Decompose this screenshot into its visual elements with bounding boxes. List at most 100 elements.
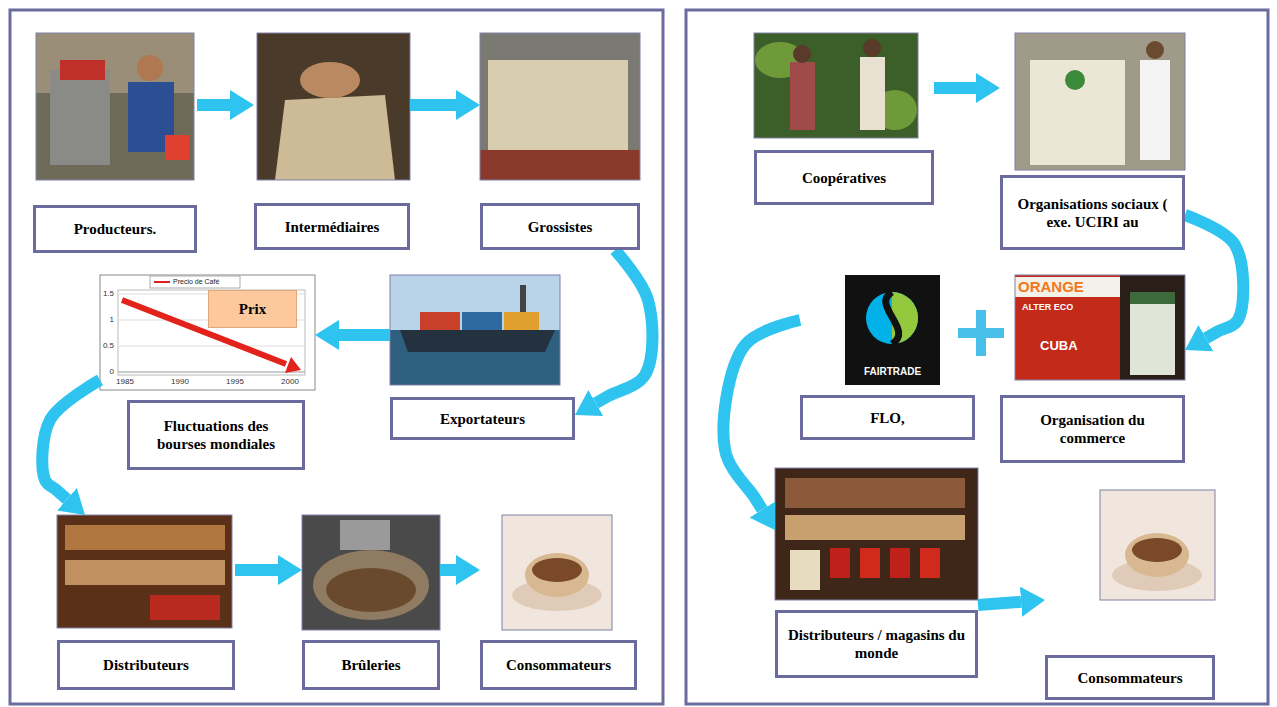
package-text: ORANGE: [1018, 278, 1118, 295]
legend-text: Precio de Café: [173, 277, 219, 287]
photo: [754, 33, 918, 138]
chart-frame: [100, 275, 315, 390]
coffee-can: [1015, 275, 1120, 380]
ship-hull: [400, 330, 555, 352]
photo-border: [754, 33, 918, 138]
coffee: [1132, 538, 1182, 562]
container: [462, 312, 502, 330]
jar: [890, 548, 910, 578]
step-label: Coopératives: [802, 169, 886, 187]
label-box: Exportateurs: [390, 397, 575, 440]
shelf: [785, 515, 965, 540]
jar: [920, 548, 940, 578]
photo-border: [390, 275, 560, 385]
can-band: [1015, 277, 1120, 297]
label-box: Distributeurs: [57, 640, 235, 690]
flow-arrow: [42, 380, 100, 499]
grinder-top: [60, 60, 105, 80]
axis-tick: 0: [96, 367, 114, 377]
step-label: Grossistes: [528, 218, 593, 236]
bucket: [165, 135, 190, 160]
label-box: Grossistes: [480, 203, 640, 250]
photo-border: [775, 468, 978, 600]
step-label: Brûleries: [341, 656, 400, 674]
sack-logo: [1065, 70, 1085, 90]
jar: [830, 548, 850, 578]
flow-step: Distributeurs: [57, 515, 235, 690]
flow-step: Consommateurs: [1045, 490, 1215, 700]
step-label: Prix: [239, 300, 267, 318]
flow-step: Producteurs.: [33, 33, 197, 253]
crane: [520, 285, 526, 312]
legend-sample: [154, 281, 170, 283]
step-label: Organisation du commerce: [1011, 411, 1174, 447]
sky: [390, 275, 560, 330]
step-label: Consommateurs: [506, 656, 611, 674]
step-label: Fluctuations des bourses mondiales: [138, 417, 294, 453]
counter: [150, 595, 220, 620]
photo-border: [57, 515, 232, 628]
person: [790, 62, 815, 130]
plus-sign: [976, 310, 986, 356]
photo: [1015, 33, 1185, 170]
label-box: Distributeurs / magasins du monde: [775, 610, 978, 678]
year-tick: 1995: [220, 377, 250, 387]
step-label: Producteurs.: [74, 220, 157, 238]
flow-step: Organisations sociaux ( exe. UCIRI au: [1000, 33, 1185, 250]
axis-tick: 1.5: [96, 289, 114, 299]
sea: [390, 330, 560, 385]
package-text: ALTER ECO: [1022, 302, 1117, 313]
legend-box: [150, 276, 240, 288]
package-text: CUBA: [1040, 338, 1115, 353]
grinder: [50, 70, 110, 165]
person: [1140, 60, 1170, 160]
step-label: Intermédiaires: [285, 218, 380, 236]
coffee: [532, 558, 582, 582]
person-head: [137, 55, 163, 81]
year-tick: 1985: [110, 377, 140, 387]
price-trend: [122, 300, 286, 364]
price-tag: Prix: [208, 290, 297, 328]
photo: [480, 33, 640, 180]
machine: [480, 150, 640, 180]
photo-border: [257, 33, 410, 180]
photo: [257, 33, 410, 180]
step-label: Distributeurs / magasins du monde: [786, 626, 967, 662]
jar-lid: [1130, 292, 1175, 304]
flow-arrow: [596, 250, 653, 403]
panel-frame: [686, 10, 1268, 704]
year-tick: 2000: [275, 377, 305, 387]
photo: [36, 33, 194, 180]
container: [504, 312, 539, 330]
container: [420, 312, 460, 330]
person-head: [863, 39, 881, 57]
flow-arrow: [410, 99, 456, 111]
roaster-drum: [313, 550, 429, 620]
photo-border: [1015, 33, 1185, 170]
photo: [502, 515, 612, 630]
flow-arrow: [440, 564, 456, 576]
flow-step: Consommateurs: [480, 515, 637, 690]
photo-border: [36, 33, 194, 180]
cup: [1125, 533, 1189, 577]
label-box: Consommateurs: [480, 640, 637, 690]
logo-swirl: [886, 292, 899, 344]
sack: [1030, 60, 1125, 165]
flow-step: Grossistes: [480, 33, 640, 250]
person-head: [1146, 41, 1164, 59]
flow-arrow: [339, 329, 390, 341]
year-tick: 1990: [165, 377, 195, 387]
flow-step: Coopératives: [754, 33, 934, 205]
label-box: Coopératives: [754, 150, 934, 205]
roasted-beans: [326, 568, 416, 612]
step-label: Consommateurs: [1078, 669, 1183, 687]
step-label: Exportateurs: [440, 410, 525, 428]
jar: [1130, 300, 1175, 375]
flow-step: FLO,: [800, 275, 975, 440]
flow-step: Fluctuations des bourses mondiales: [100, 275, 315, 470]
photo-border: [480, 33, 640, 180]
flow-arrow: [934, 82, 976, 94]
cup: [525, 553, 589, 597]
label-box: Intermédiaires: [254, 203, 410, 250]
